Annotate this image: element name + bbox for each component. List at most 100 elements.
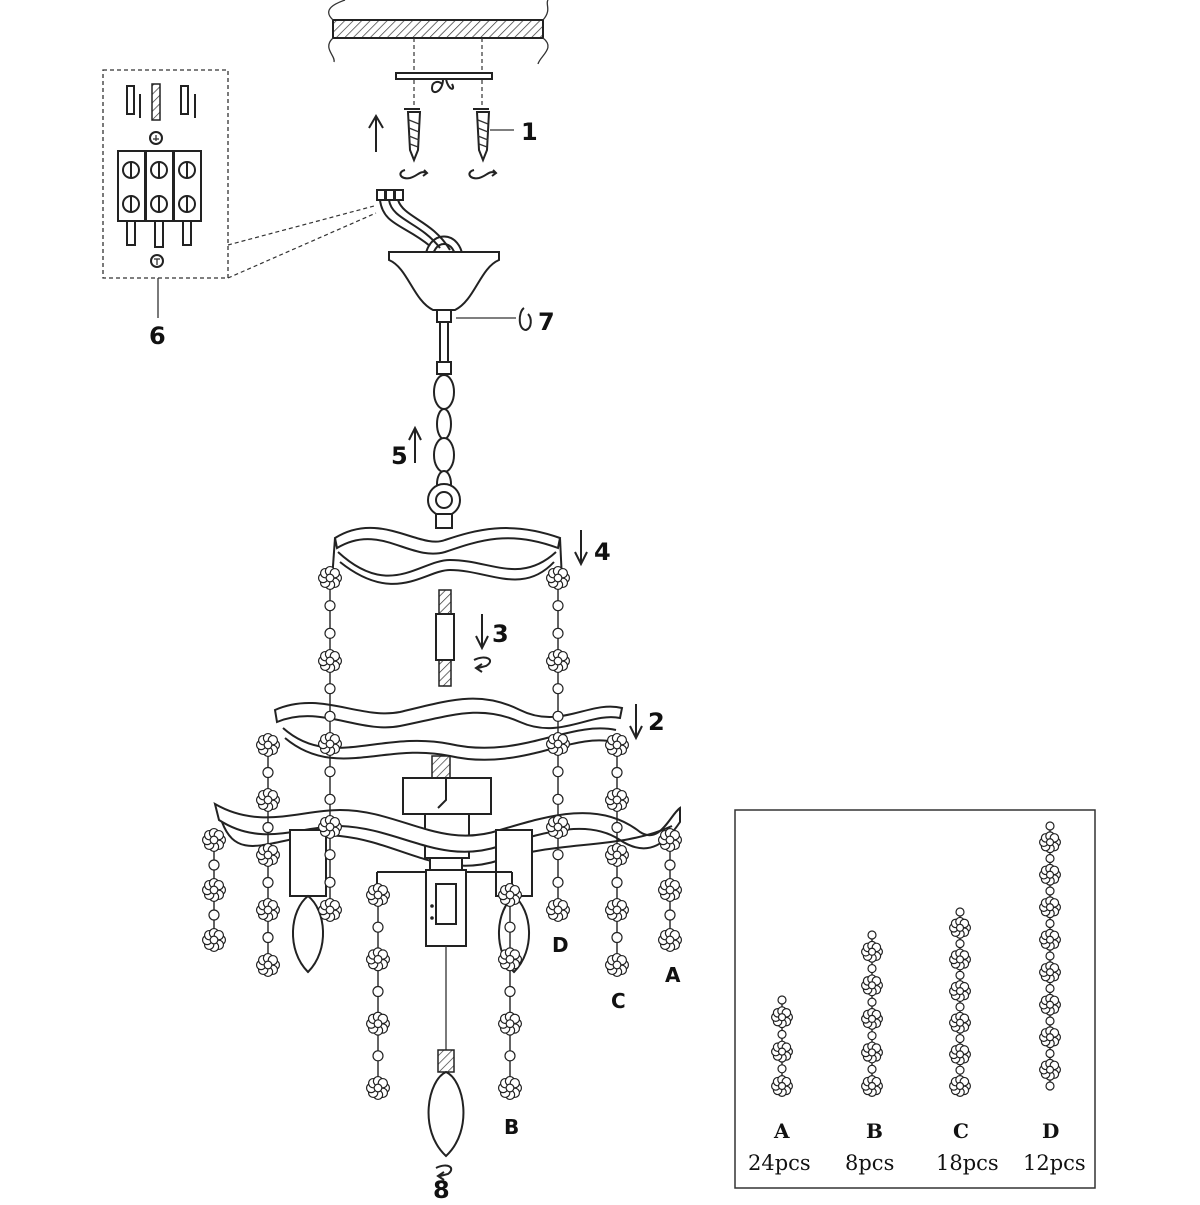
crystal-bead [324,766,336,778]
crystal-prism [657,927,683,953]
crystal-prism [860,1007,883,1030]
crystal-bead [372,921,384,933]
crystal-prism [948,980,971,1003]
crystal-prism [1039,863,1061,886]
crystal-bead [1045,821,1055,831]
legend-letter-d: D [1042,1119,1059,1143]
crystal-prism [1039,896,1061,919]
ceiling-screw-right [468,108,514,180]
legend-letter-c: C [953,1119,969,1143]
crystal-bead [1045,1016,1055,1026]
crystal-prism [604,842,630,868]
crystal-prism [770,1006,793,1029]
crystal-prism [365,1011,391,1036]
crystal-strand [860,930,883,1097]
crystal-strand [770,995,793,1097]
crystal-prism [1039,928,1061,951]
crystal-bead [1045,1081,1055,1091]
crystal-bead [552,683,564,695]
crystal-strand [948,907,971,1097]
crystal-prism [317,897,343,923]
rotate-arrow-icon [435,1164,453,1181]
crystal-prism [948,916,971,939]
strand-legend: A B C D 24pcs 8pcs 18pcs 12pcs [734,809,1096,1189]
crystal-prism [365,1075,391,1101]
crystal-bead [262,766,274,779]
crystal-prism [860,1041,883,1064]
mounting-bracket [395,38,493,110]
crystal-prism [255,787,281,813]
crystal-bead [1045,886,1055,896]
crystal-prism [1039,993,1061,1016]
crystal-bead [664,909,676,921]
crystal-prism [255,897,281,923]
legend-count-c: 18pcs [936,1151,999,1175]
crystal-bead [1045,918,1055,929]
crystal-prism [657,827,683,853]
crystal-prism [604,897,630,923]
crystal-bead [208,909,220,921]
crystal-prism [860,940,883,963]
crystal-prism [545,814,571,840]
crystal-bead [324,793,336,805]
crystal-bead [504,985,516,998]
step-label-1: 1 [521,118,538,146]
crystal-prism [497,882,523,908]
step-label-8: 8 [433,1176,450,1200]
legend-strand-samples [770,821,1061,1097]
crystal-prism [604,732,630,758]
crystal-bead [324,627,336,639]
legend-count-b: 8pcs [845,1151,894,1175]
direction-arrow-icon [368,114,384,152]
crystal-bead [867,963,877,974]
crystal-bead [552,876,564,888]
step-label-6: 6 [149,322,166,350]
crystal-bead [262,821,274,834]
step-label-3: 3 [492,620,509,648]
candle-bulb [292,894,324,974]
crystal-bead [324,600,336,612]
strand-label-b: B [504,1115,519,1139]
crystal-prism [948,1011,971,1034]
crystal-prism [860,1075,883,1097]
rotate-arrow-icon [399,169,429,180]
crystal-prism [201,827,227,853]
crystal-prism [545,897,571,923]
crystal-bead [777,995,787,1005]
crystal-strand [201,827,227,953]
crystal-bead [955,1033,965,1044]
crystal-prism [1039,1026,1061,1049]
crystal-strand [317,565,343,923]
crystal-bead [1045,951,1055,961]
crystal-prism [770,1075,793,1097]
crystal-bead [552,710,564,722]
crystal-strand [255,732,281,978]
crystal-prism [255,732,281,758]
direction-arrow-icon [475,614,489,651]
crystal-bead [552,849,564,861]
crystal-prism [1039,1058,1061,1081]
crystal-bead [611,766,623,779]
top-tier-frame [331,526,563,585]
crystal-prism [201,927,227,953]
rotate-arrow-icon [468,169,498,180]
crystal-prism [365,947,391,972]
crystal-bead [552,627,564,639]
ceiling-screw-left [399,108,429,180]
crystal-prism [317,731,343,757]
legend-count-d: 12pcs [1023,1151,1086,1175]
crystal-bead [955,939,965,949]
wiring-connector-inset [102,69,229,279]
crystal-prism [604,952,630,978]
crystal-prism [948,948,971,971]
crystal-bead [867,997,877,1007]
step-label-2: 2 [648,708,665,736]
crystal-strand [1039,821,1061,1091]
supply-wires [376,189,451,251]
crystal-prism [948,1043,971,1066]
crystal-bead [552,793,564,805]
crystal-strand [604,732,630,978]
crystal-prism [545,565,571,591]
crystal-prism [497,1011,523,1036]
